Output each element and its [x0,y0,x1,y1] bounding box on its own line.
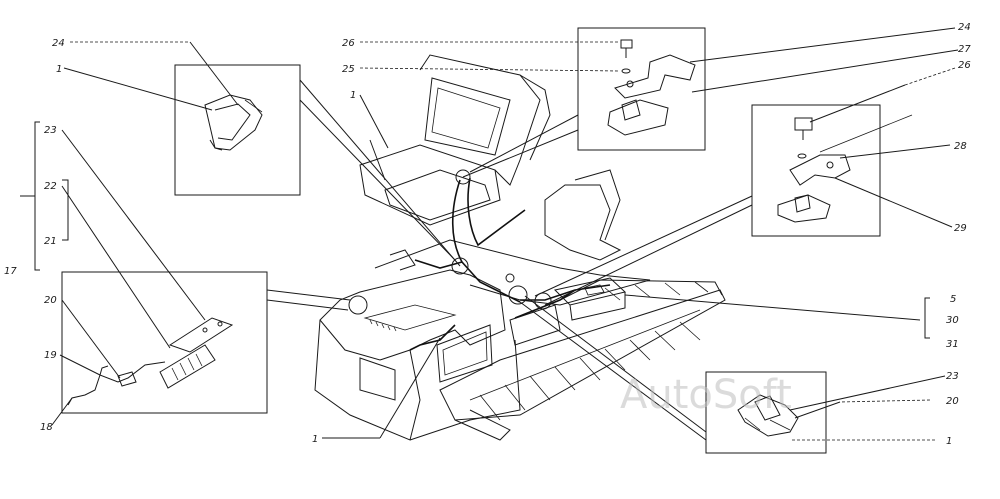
callout-leaders [51,27,959,441]
callout-27: 27 [958,44,971,55]
callout-23-left: 23 [44,125,57,136]
callout-24-top-left: 24 [52,38,65,49]
callout-1-bottom: 1 [312,434,318,445]
callout-20-bottom-right: 20 [946,396,959,407]
callout-numbers: 24 1 23 22 21 17 20 19 18 26 25 1 24 27 … [4,22,971,447]
excavator-body [314,54,726,441]
callout-17: 17 [4,266,17,277]
callout-22: 22 [44,181,57,192]
connector-lines [266,79,921,441]
inset-bracket-right [751,104,881,237]
callout-18: 18 [40,422,53,433]
callout-19: 19 [44,350,57,361]
callout-26-top: 26 [342,38,355,49]
callout-29: 29 [954,223,967,234]
callout-28: 28 [954,141,967,152]
callout-1-bottom-right: 1 [946,436,952,447]
callout-24-top-right: 24 [958,22,971,33]
inset-bracket-top [577,27,706,151]
callout-20-left: 20 [44,295,57,306]
callout-31: 31 [946,339,959,350]
inset-connector-bottom-right [705,371,827,454]
watermark-text: AutoSoft [620,372,792,418]
callout-1-top-left: 1 [56,64,62,75]
callout-30: 30 [946,315,959,326]
callout-1-seat: 1 [350,90,356,101]
inset-lamp-top-left [174,64,301,196]
inset-switch-panel-left [20,121,268,414]
callout-25: 25 [342,64,355,75]
callout-23-bottom-right: 23 [946,371,959,382]
callout-5: 5 [950,294,956,305]
callout-26-right: 26 [958,60,971,71]
callout-21: 21 [44,236,57,247]
